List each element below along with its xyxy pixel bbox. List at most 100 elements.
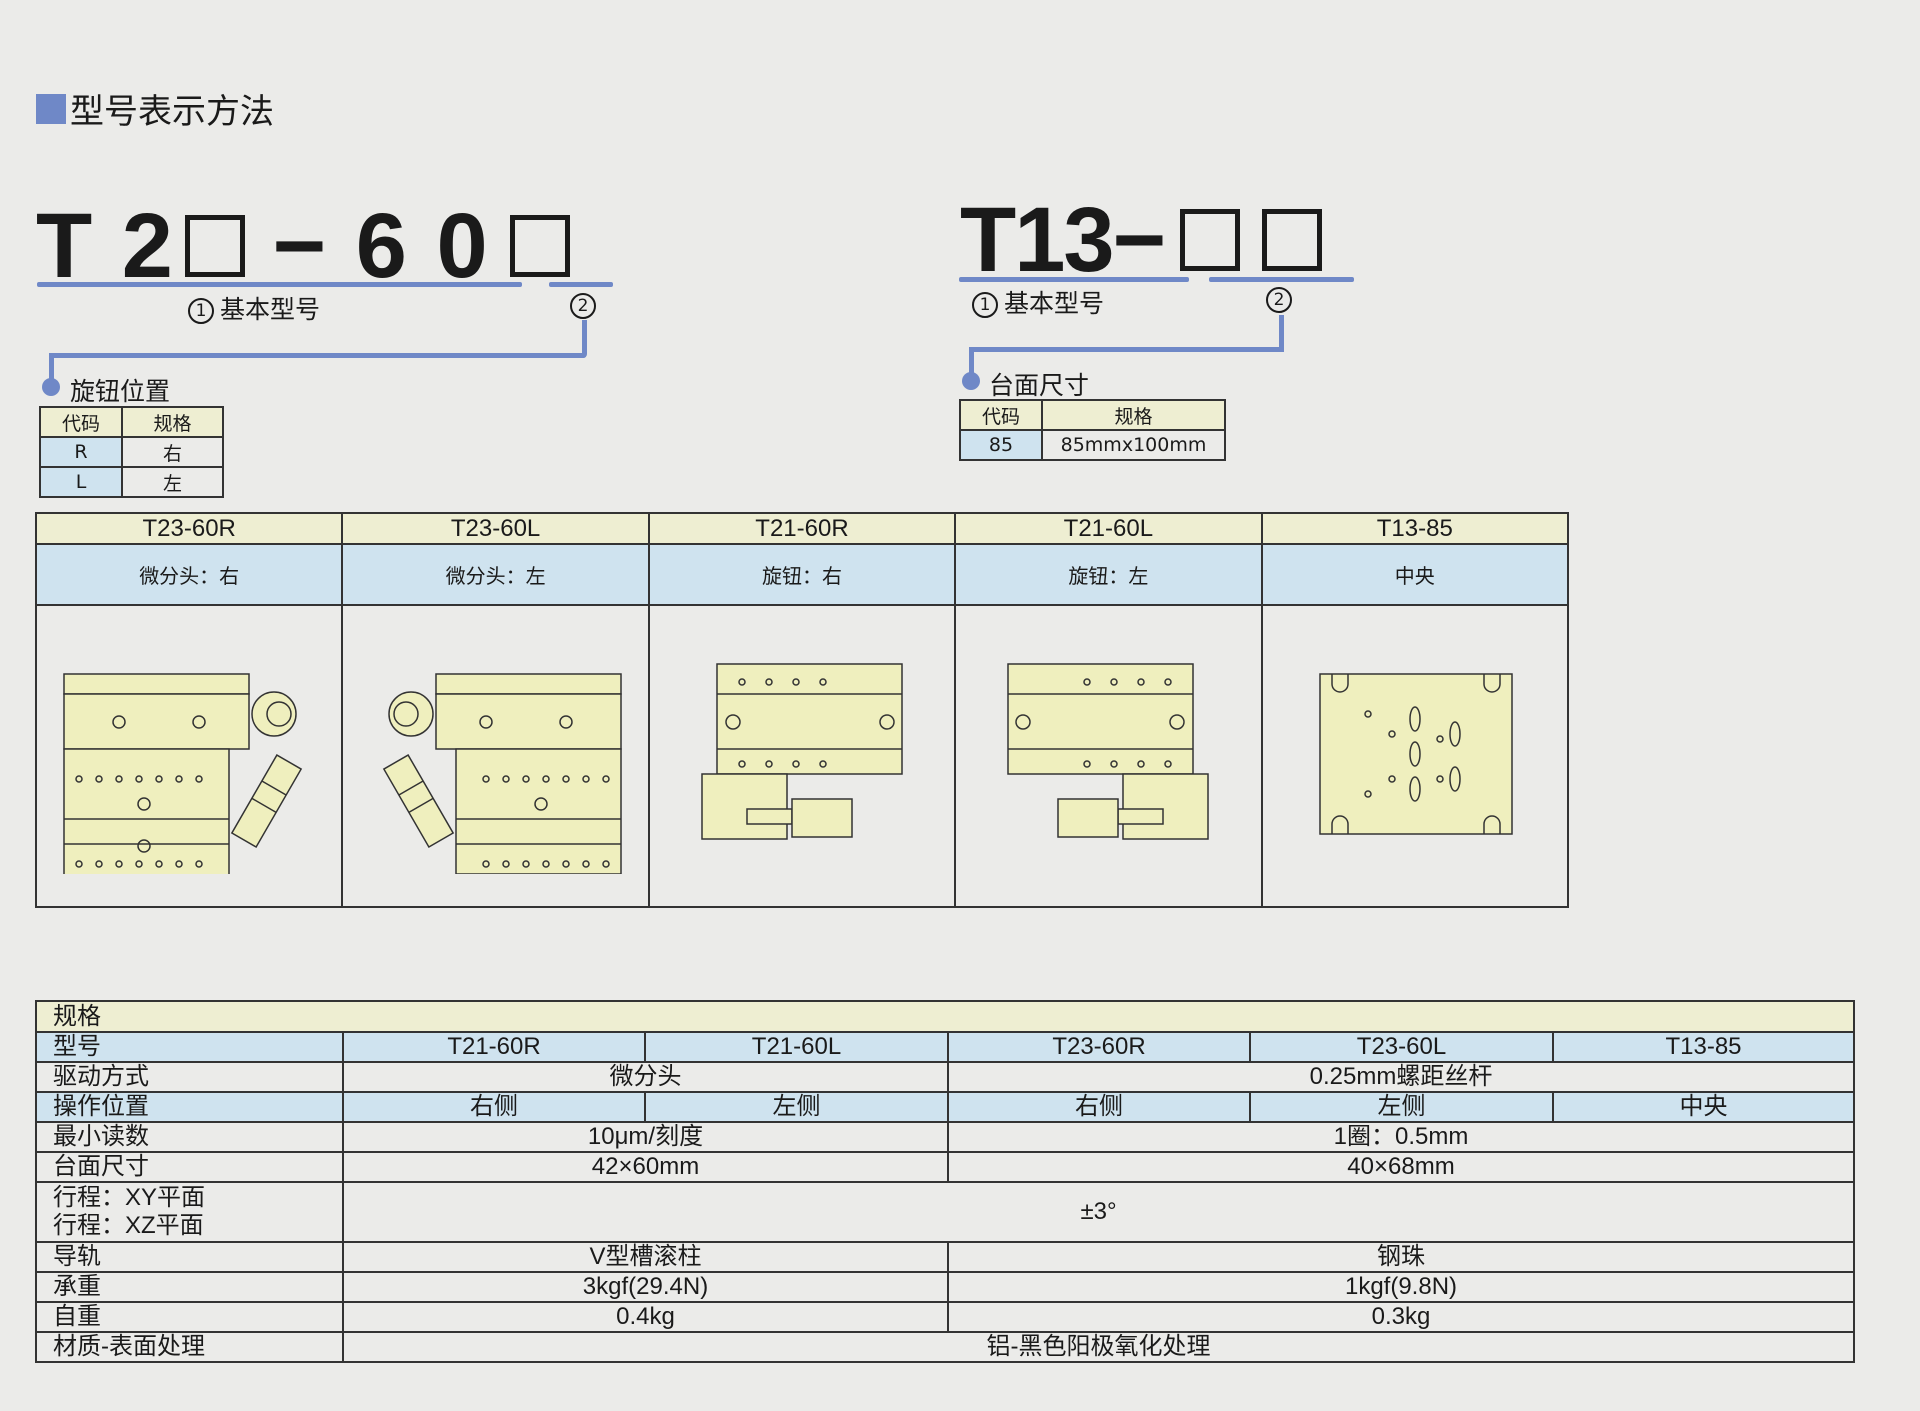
code-middle: − 6 0 bbox=[244, 195, 490, 297]
stage-micrometer-right-drawing bbox=[63, 673, 303, 925]
part1-label-text: 基本型号 bbox=[1004, 289, 1105, 318]
model-cell: T21-60R bbox=[342, 1031, 646, 1063]
product-model: T21-60L bbox=[954, 512, 1263, 545]
stage-micrometer-left-drawing bbox=[382, 673, 622, 875]
code-prefix: T 2 bbox=[36, 195, 175, 297]
row-label: 导轨 bbox=[35, 1241, 344, 1273]
stage-center-top-view-drawing bbox=[1319, 673, 1513, 835]
connector-line bbox=[1279, 315, 1284, 352]
stage-knob-right-drawing bbox=[701, 663, 903, 840]
value-cell: V型槽滚柱 bbox=[342, 1241, 949, 1273]
product-image-cell bbox=[1260, 604, 1570, 908]
table-header: 规格 bbox=[1041, 399, 1226, 431]
code-cell: L bbox=[39, 466, 123, 498]
value-cell: 0.3kg bbox=[947, 1301, 1855, 1333]
spec-cell: 右 bbox=[121, 436, 224, 468]
row-label: 承重 bbox=[35, 1271, 344, 1303]
connector-line bbox=[969, 347, 1284, 352]
table-header: 代码 bbox=[39, 406, 123, 438]
bullet-dot-icon bbox=[42, 378, 60, 396]
product-table: T23-60R T23-60L T21-60R T21-60L T13-85 微… bbox=[34, 512, 1570, 925]
product-image-cell bbox=[34, 604, 344, 925]
model-cell: T23-60R bbox=[947, 1031, 1251, 1063]
model-cell: T23-60L bbox=[1249, 1031, 1554, 1063]
part2-label: 2 bbox=[570, 290, 602, 319]
square-bullet-icon bbox=[36, 93, 66, 124]
option-title: 旋钮位置 bbox=[70, 377, 171, 406]
product-image-cell bbox=[341, 604, 650, 908]
circled-number: 1 bbox=[972, 292, 998, 318]
spec-cell: 左 bbox=[121, 466, 224, 498]
underline-part2 bbox=[1209, 277, 1354, 282]
product-desc: 微分头：左 bbox=[341, 543, 650, 606]
circled-number: 1 bbox=[188, 298, 214, 324]
value-cell: 右侧 bbox=[947, 1091, 1251, 1123]
value-cell: 右侧 bbox=[342, 1091, 646, 1123]
section-title: 型号表示方法 bbox=[36, 84, 274, 133]
bullet-dot-icon bbox=[962, 372, 980, 390]
blank-box bbox=[1180, 209, 1241, 271]
blank-box bbox=[184, 215, 245, 277]
value-cell: 左侧 bbox=[644, 1091, 949, 1123]
table-header: 规格 bbox=[121, 406, 224, 438]
product-desc: 中央 bbox=[1260, 543, 1570, 606]
underline-part1 bbox=[37, 282, 522, 287]
row-label: 型号 bbox=[35, 1031, 344, 1063]
code-cell: R bbox=[39, 436, 123, 468]
stage-knob-left-drawing bbox=[1007, 663, 1210, 840]
product-desc: 旋钮：右 bbox=[647, 543, 957, 606]
product-model: T21-60R bbox=[647, 512, 957, 545]
product-model: T23-60R bbox=[34, 512, 344, 545]
row-label: 最小读数 bbox=[35, 1121, 344, 1153]
section-title-text: 型号表示方法 bbox=[70, 92, 274, 132]
blank-box bbox=[509, 215, 570, 277]
value-cell: 1kgf(9.8N) bbox=[947, 1271, 1855, 1303]
travel-xy-label: 行程：XY平面 bbox=[53, 1184, 206, 1211]
product-model: T23-60L bbox=[341, 512, 650, 545]
underline-part2 bbox=[549, 282, 613, 287]
value-cell: 40×68mm bbox=[947, 1151, 1855, 1183]
option-title: 台面尺寸 bbox=[989, 371, 1090, 400]
value-cell: 钢珠 bbox=[947, 1241, 1855, 1273]
spec-title: 规格 bbox=[35, 1000, 1855, 1033]
model-cell: T13-85 bbox=[1552, 1031, 1855, 1063]
row-label: 台面尺寸 bbox=[35, 1151, 344, 1183]
row-label: 行程：XY平面行程：XZ平面 bbox=[35, 1181, 344, 1243]
connector-line bbox=[49, 320, 587, 358]
spec-table: 规格 型号 T21-60R T21-60L T23-60R T23-60L T1… bbox=[35, 1000, 1855, 1363]
row-label: 材质-表面处理 bbox=[35, 1331, 344, 1363]
connector-line bbox=[969, 347, 974, 377]
underline-part1 bbox=[959, 277, 1189, 282]
circled-number: 2 bbox=[570, 293, 596, 319]
code-cell: 85 bbox=[959, 429, 1043, 461]
product-desc: 旋钮：左 bbox=[954, 543, 1263, 606]
table-header: 代码 bbox=[959, 399, 1043, 431]
right-model-code: T13− bbox=[960, 194, 1323, 286]
row-label: 操作位置 bbox=[35, 1091, 344, 1123]
row-label: 自重 bbox=[35, 1301, 344, 1333]
value-cell: 中央 bbox=[1552, 1091, 1855, 1123]
connector-line bbox=[49, 353, 54, 385]
value-cell: 1圈：0.5mm bbox=[947, 1121, 1855, 1153]
value-cell: ±3° bbox=[342, 1181, 1855, 1243]
value-cell: 42×60mm bbox=[342, 1151, 949, 1183]
product-image-cell bbox=[647, 604, 957, 908]
travel-xz-label: 行程：XZ平面 bbox=[53, 1212, 204, 1239]
blank-box bbox=[1262, 209, 1323, 271]
value-cell: 3kgf(29.4N) bbox=[342, 1271, 949, 1303]
value-cell: 0.4kg bbox=[342, 1301, 949, 1333]
value-cell: 10μm/刻度 bbox=[342, 1121, 949, 1153]
product-desc: 微分头：右 bbox=[34, 543, 344, 606]
spec-cell: 85mmx100mm bbox=[1041, 429, 1226, 461]
value-cell: 微分头 bbox=[342, 1061, 949, 1093]
value-cell: 左侧 bbox=[1249, 1091, 1554, 1123]
value-cell: 0.25mm螺距丝杆 bbox=[947, 1061, 1855, 1093]
row-label: 驱动方式 bbox=[35, 1061, 344, 1093]
product-model: T13-85 bbox=[1260, 512, 1570, 545]
product-image-cell bbox=[954, 604, 1263, 908]
part1-label-text: 基本型号 bbox=[220, 295, 321, 324]
